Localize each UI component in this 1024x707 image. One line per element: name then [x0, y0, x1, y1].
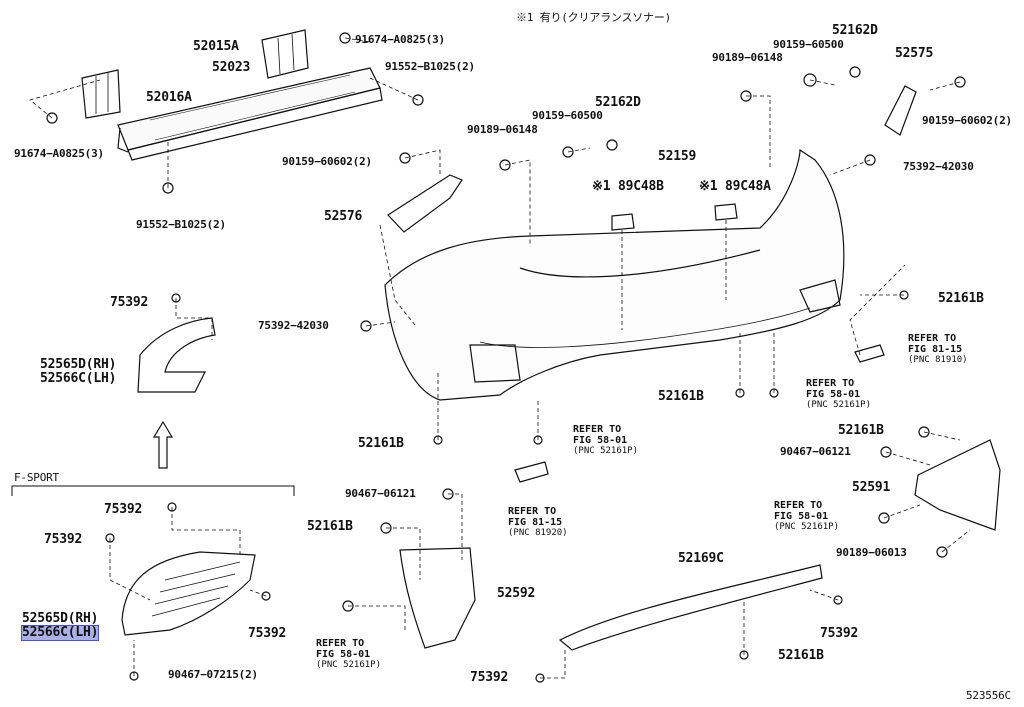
diagram-id: 523556C: [966, 689, 1011, 702]
part-label-90159-60500-right: 90159−60500: [773, 38, 844, 51]
part-label-52161B-right: 52161B: [938, 291, 984, 306]
part-label-91674-A0825-left: 91674−A0825(3): [14, 147, 104, 160]
part-label-90159-60602-left: 90159−60602(2): [282, 155, 372, 168]
bumper-reinforcement-icon: [117, 67, 383, 161]
ref-line-2: FIG 81-15: [908, 344, 963, 355]
section-label-fsport: F-SPORT: [14, 471, 59, 484]
part-label-75392-42030-right: 75392−42030: [903, 160, 974, 173]
part-label-75392-42030-left: 75392−42030: [258, 319, 329, 332]
part-label-91552-B1025-bottom: 91552−B1025(2): [136, 218, 226, 231]
reference-note-fig58-01-left[interactable]: REFER TO FIG 58-01 (PNC 52161P): [573, 424, 638, 457]
part-label-75392-fsport-left: 75392: [44, 532, 83, 547]
ref-line-1: REFER TO: [774, 500, 823, 511]
part-label-90467-07215: 90467−07215(2): [168, 668, 258, 681]
sensor-bracket-b-icon: [611, 213, 635, 231]
part-label-52169C: 52169C: [678, 551, 724, 566]
reference-note-fig81-15-81920[interactable]: REFER TO FIG 81-15 (PNC 81920): [508, 506, 568, 539]
part-label-52161B-spoiler: 52161B: [778, 648, 824, 663]
reference-note-fig58-01-mudguard[interactable]: REFER TO FIG 58-01 (PNC 52161P): [774, 500, 839, 533]
ref-line-3: (PNC 52161P): [774, 522, 840, 532]
part-label-52162D-left: 52162D: [595, 95, 641, 110]
part-label-90467-06121-right: 90467−06121: [780, 445, 851, 458]
ref-line-2: FIG 58-01: [806, 389, 861, 400]
part-label-75392-fsport-top: 75392: [104, 502, 143, 517]
part-label-90189-06013: 90189−06013: [836, 546, 907, 559]
header-note: ※1 有り(クリアランスソナー): [516, 11, 672, 24]
part-label-75392-spoiler-left: 75392: [470, 670, 509, 685]
part-label-52161B-extension: 52161B: [307, 519, 353, 534]
ref-line-1: REFER TO: [806, 378, 855, 389]
part-label-75392-garnish: 75392: [110, 295, 149, 310]
part-label-52575: 52575: [895, 46, 934, 61]
garnish-upper-icon: [137, 317, 216, 393]
leader-lines: [29, 37, 971, 679]
part-label-52161B-left: 52161B: [358, 436, 404, 451]
part-label-90159-60500-left: 90159−60500: [532, 109, 603, 122]
part-label-52566C-lh-upper: 52566C(LH): [40, 371, 117, 386]
ref-line-2: FIG 58-01: [774, 511, 829, 522]
bracket-52016A-icon: [81, 69, 121, 119]
part-label-90467-06121-left: 90467−06121: [345, 487, 416, 500]
part-label-75392-fsport-right: 75392: [248, 626, 287, 641]
part-label-52566C-lh-fsport-highlighted[interactable]: 52566C(LH): [20, 625, 100, 641]
part-label-52015A: 52015A: [193, 39, 239, 54]
part-label-52161B-mudguard: 52161B: [838, 423, 884, 438]
ref-line-3: (PNC 52161P): [806, 400, 872, 410]
part-label-90189-06148-left: 90189−06148: [467, 123, 538, 136]
fsport-section-bracket: [11, 485, 295, 496]
ref-line-1: REFER TO: [316, 638, 365, 649]
ref-line-3: (PNC 52161P): [573, 446, 639, 456]
bracket-52015A-icon: [261, 29, 309, 79]
part-label-52016A: 52016A: [146, 90, 192, 105]
reflector-lh-icon: [514, 461, 549, 483]
fsport-grille-icon: [121, 551, 256, 636]
sensor-bracket-a-icon: [714, 203, 738, 221]
part-label-52565D-rh-fsport: 52565D(RH): [22, 611, 99, 626]
ref-line-2: FIG 58-01: [316, 649, 371, 660]
side-extension-52592-icon: [399, 547, 476, 649]
part-label-89C48A: ※1 89C48A: [699, 179, 771, 194]
part-label-52591: 52591: [852, 480, 891, 495]
ref-line-1: REFER TO: [573, 424, 622, 435]
part-label-91674-A0825-top: 91674−A0825(3): [355, 33, 445, 46]
part-label-91552-B1025-top: 91552−B1025(2): [385, 60, 475, 73]
part-label-75392-spoiler-right: 75392: [820, 626, 859, 641]
up-arrow-icon: [152, 420, 174, 469]
rear-bumper-cover-icon: [384, 148, 845, 401]
reference-note-fig58-01-extension[interactable]: REFER TO FIG 58-01 (PNC 52161P): [316, 638, 381, 671]
part-label-52161B-center: 52161B: [658, 389, 704, 404]
part-label-52023: 52023: [212, 60, 251, 75]
part-label-90159-60602-right: 90159−60602(2): [922, 114, 1012, 127]
part-label-52592: 52592: [497, 586, 536, 601]
ref-line-1: REFER TO: [508, 506, 557, 517]
ref-line-3: (PNC 52161P): [316, 660, 382, 670]
part-label-52576: 52576: [324, 209, 363, 224]
ref-line-2: FIG 81-15: [508, 517, 563, 528]
part-label-89C48B: ※1 89C48B: [592, 179, 664, 194]
ref-line-1: REFER TO: [908, 333, 957, 344]
reference-note-fig81-15-81910[interactable]: REFER TO FIG 81-15 (PNC 81910): [908, 333, 968, 366]
lower-spoiler-52169C-icon: [558, 564, 823, 651]
ref-line-3: (PNC 81920): [508, 528, 568, 538]
reference-note-fig58-01-center[interactable]: REFER TO FIG 58-01 (PNC 52161P): [806, 378, 871, 411]
side-bracket-52575-icon: [884, 85, 917, 136]
part-label-52162D-right: 52162D: [832, 23, 878, 38]
side-bracket-52576-icon: [387, 174, 463, 233]
part-label-90189-06148-right: 90189−06148: [712, 51, 783, 64]
part-label-52565D-rh-upper: 52565D(RH): [40, 357, 117, 372]
ref-line-2: FIG 58-01: [573, 435, 628, 446]
ref-line-3: (PNC 81910): [908, 355, 968, 365]
mudguard-52591-icon: [914, 439, 1001, 531]
part-label-52159: 52159: [658, 149, 697, 164]
reflector-icon: [854, 344, 885, 363]
